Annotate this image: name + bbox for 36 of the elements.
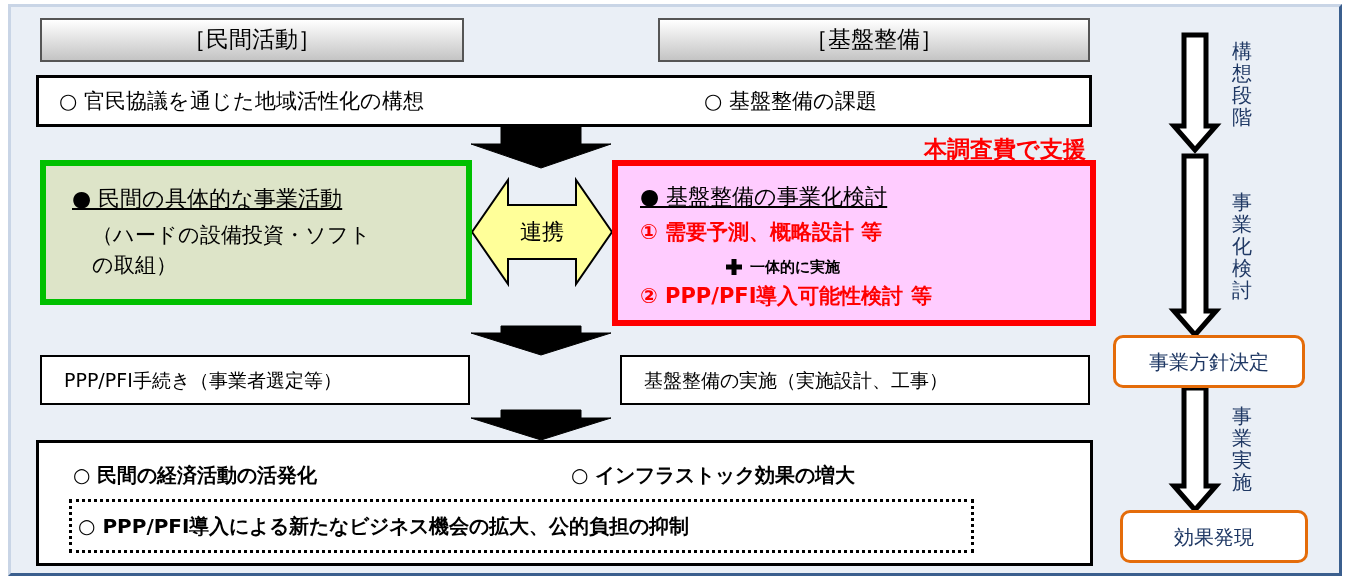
node-text: ○ 民間の経済活動の活発化	[73, 463, 318, 487]
flow-arrow	[470, 126, 612, 169]
node-text: PPP/PFI手続き（事業者選定等）	[64, 369, 342, 392]
node-text: ○ PPP/PFI導入による新たなビジネス機会の拡大、公的負担の抑制	[78, 514, 690, 538]
dotted-box	[69, 499, 974, 553]
support-note: 本調査費で支援	[924, 136, 1086, 164]
node-text: ② PPP/PFI導入可能性検討 等	[640, 284, 932, 310]
double-arrow	[470, 176, 614, 288]
node-text: ① 需要予測、概略設計 等	[640, 220, 883, 246]
node-text: ● 民間の具体的な事業活動	[72, 186, 343, 213]
node-text: ○ インフラストック効果の増大	[571, 463, 856, 487]
edge-label: 事業化検討	[1232, 190, 1252, 301]
header-box	[658, 18, 1090, 62]
process-box	[620, 355, 1090, 405]
node-text: ● 基盤整備の事業化検討	[640, 184, 888, 211]
node-text: 一体的に実施	[750, 258, 840, 276]
milestone-box	[1120, 510, 1308, 563]
node-text: 基盤整備の実施（実施設計、工事）	[644, 369, 948, 392]
stage-label: 構想段階	[1232, 40, 1252, 128]
milestone-box	[1113, 335, 1305, 388]
node-text: ［基盤整備］	[804, 26, 944, 54]
node-text: 効果発現	[1173, 525, 1255, 549]
node-text: 事業方針決定	[1148, 350, 1270, 374]
outcome-box	[36, 440, 1093, 566]
edge-label: 連携	[520, 219, 564, 246]
process-box	[40, 355, 470, 405]
node-text: ［民間活動］	[182, 26, 322, 54]
flow-arrow	[470, 325, 612, 356]
node-text: （ハードの設備投資・ソフトの取組）	[92, 222, 372, 280]
flow-arrow	[470, 409, 612, 441]
process-box	[40, 160, 472, 305]
edge-label: 事業実施	[1232, 405, 1252, 493]
header-box	[40, 18, 464, 62]
process-box	[36, 75, 1092, 127]
node-text: ○ 官民協議を通じた地域活性化の構想	[59, 89, 424, 115]
node-text: ○ 基盤整備の課題	[704, 89, 877, 115]
